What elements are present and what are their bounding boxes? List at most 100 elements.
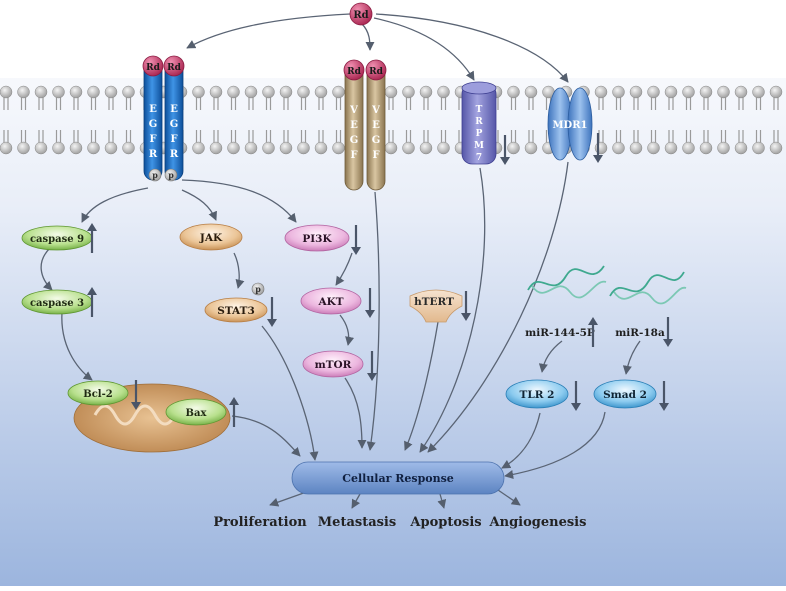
lipid-head [34, 141, 48, 155]
svg-text:M: M [474, 141, 484, 151]
arrow-tlr2-to-response [501, 412, 541, 469]
svg-text:G: G [170, 119, 179, 130]
lipid-head [52, 141, 65, 155]
mtor-down-arrow-head [367, 373, 377, 381]
arrow-rd-to-trpm7 [373, 17, 475, 81]
lipid-head [17, 141, 30, 155]
arrow-jak-to-stat3 [233, 252, 245, 289]
akt-down-arrow-head [365, 310, 375, 318]
svg-text:E: E [170, 104, 178, 115]
lipid-head [227, 141, 240, 155]
svg-text:G: G [350, 135, 359, 146]
lipid-head [717, 141, 730, 155]
lipid-head [664, 141, 678, 155]
lipid-head [699, 141, 713, 155]
lipid-head [192, 85, 205, 99]
lipid-head [612, 85, 625, 99]
svg-text:7: 7 [476, 153, 482, 163]
mir18a-down-arrow-head [663, 339, 673, 347]
svg-text:p: p [152, 170, 158, 180]
svg-text:mTOR: mTOR [315, 359, 352, 371]
bax-node: Bax [165, 398, 227, 426]
lipid-head [0, 85, 13, 99]
svg-text:TLR 2: TLR 2 [520, 389, 555, 401]
lipid-head [122, 85, 135, 99]
arrow-egfr-to-caspase9 [81, 187, 149, 223]
lipid-head [314, 85, 328, 99]
lipid-head [734, 85, 748, 99]
phospho-egfr-left [148, 168, 162, 182]
lipid-head [524, 85, 538, 99]
regulation-arrows [87, 133, 673, 427]
svg-text:V: V [349, 105, 358, 116]
lipid-head [752, 141, 765, 155]
lipid-head [594, 141, 608, 155]
lipid-head [244, 85, 258, 99]
svg-text:JAK: JAK [199, 232, 223, 244]
lipid-head [699, 85, 713, 99]
lipid-head [314, 141, 328, 155]
svg-text:caspase 3: caspase 3 [30, 298, 84, 309]
arrow-mdr1-to-response [427, 161, 569, 453]
lipid-head [104, 141, 118, 155]
lipid-head [437, 141, 450, 155]
lipid-head [507, 85, 520, 99]
phospho-egfr-right [164, 168, 178, 182]
pi3k-node: PI3K [284, 224, 350, 252]
lipid-head [244, 141, 258, 155]
arrow-egfr-to-jak [181, 189, 217, 221]
arrow-stat3-to-response [261, 325, 319, 461]
svg-text:E: E [372, 120, 380, 131]
egfr-receptor: Rd Rd E G F R E G F R p p [142, 55, 185, 182]
outcome-angiogenesis: Angiogenesis [489, 515, 587, 530]
arrow-vegf-to-response [366, 191, 380, 451]
svg-text:Rd: Rd [167, 63, 181, 73]
lipid-head [664, 85, 678, 99]
tlr2-node: TLR 2 [505, 379, 569, 409]
lipid-head [612, 141, 625, 155]
bax-up-arrow-head [229, 397, 239, 405]
stat3-node: STAT3 p [204, 282, 268, 323]
lipid-head [279, 141, 293, 155]
lipid-head [17, 85, 30, 99]
lipid-head [419, 141, 433, 155]
svg-text:T: T [476, 105, 483, 115]
mir144-helix [527, 265, 605, 291]
caspase3-up-arrow-head [87, 287, 97, 295]
outcome-apoptosis: Apoptosis [409, 515, 481, 530]
lipid-head [524, 141, 538, 155]
lipid-head [332, 85, 345, 99]
lipid-head [629, 141, 643, 155]
svg-text:E: E [149, 104, 157, 115]
trpm7-down-arrow-head [500, 157, 510, 165]
lipid-head [262, 85, 275, 99]
mir144-label: miR-144-5P [525, 327, 595, 339]
lipid-head [752, 85, 765, 99]
arrow-egfr-to-pi3k [181, 179, 297, 223]
caspase9-up-arrow-head [87, 223, 97, 231]
arrow-caspase3-to-bcl2 [61, 311, 93, 381]
mir18a-label: miR-18a [615, 327, 665, 339]
lipid-head [0, 141, 13, 155]
lipid-head [279, 85, 293, 99]
lipid-head [87, 141, 100, 155]
arrow-mir18a-to-smad2 [622, 340, 641, 375]
arrow-response-to-metastasis [351, 493, 361, 509]
arrow-mtor-to-response [344, 377, 367, 449]
svg-text:F: F [350, 150, 357, 161]
lipid-head [262, 141, 275, 155]
trpm7-channel: T R P M 7 [461, 81, 497, 165]
lipid-head [629, 85, 643, 99]
svg-text:F: F [170, 134, 177, 145]
arrow-rd-to-mdr1 [375, 13, 569, 83]
extracellular-space [0, 0, 786, 78]
lipid-head [104, 85, 118, 99]
outcome-metastasis: Metastasis [318, 515, 396, 530]
tlr2-down-arrow-head [571, 403, 581, 411]
signaling-nodes: caspase 9 caspase 3 Bcl-2 Bax JAK STAT3 … [21, 223, 657, 426]
svg-text:P: P [476, 129, 483, 139]
arrow-response-to-angiogenesis [497, 489, 521, 506]
svg-text:E: E [350, 120, 358, 131]
